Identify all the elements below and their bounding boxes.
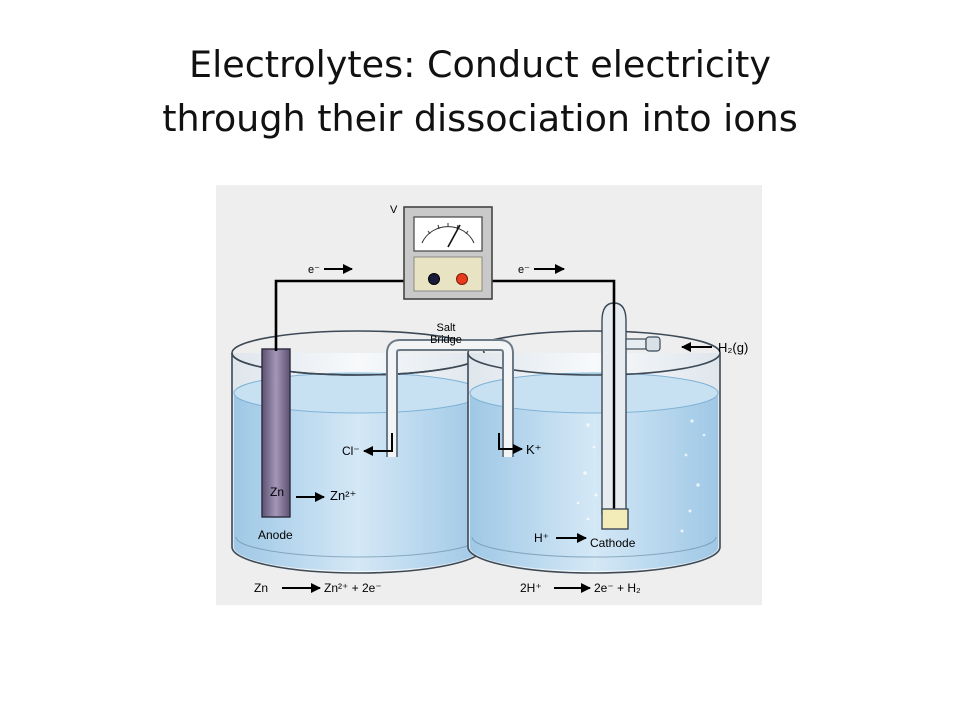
- hydrogen-gas-label: H₂(g): [718, 340, 748, 355]
- electron-label-left: e⁻: [308, 264, 320, 276]
- salt-bridge-label-1: Salt: [437, 322, 456, 334]
- salt-bridge: [386, 339, 514, 457]
- salt-bridge-label-2: Bridge: [430, 334, 462, 346]
- zinc-metal-label: Zn: [270, 485, 284, 499]
- galvanic-cell-diagram: V e⁻ e⁻ Salt Bridge H₂(g) Cl⁻ K⁺ Zn Zn²⁺…: [216, 185, 762, 605]
- cathode-equation-products: 2e⁻ + H₂: [594, 581, 641, 595]
- ion-migration-arrows: [363, 433, 523, 456]
- reaction-arrows: [282, 264, 712, 593]
- title-line-2: through their dissociation into ions: [162, 97, 798, 140]
- negative-terminal: [428, 273, 440, 285]
- zinc-electrode: [261, 348, 291, 518]
- external-wire: [274, 279, 616, 351]
- potassium-arrow: [498, 433, 523, 454]
- voltmeter-label: V: [390, 204, 398, 216]
- cathode-label: Cathode: [590, 536, 636, 550]
- hydrogen-ion-label: H⁺: [534, 531, 549, 545]
- voltmeter: [403, 206, 493, 300]
- hydrogen-bubbles: [576, 419, 706, 533]
- title-line-1: Electrolytes: Conduct electricity: [189, 43, 771, 86]
- slide-title: Electrolytes: Conduct electricity throug…: [0, 38, 960, 146]
- chloride-ion-label: Cl⁻: [342, 444, 360, 458]
- anode-equation-reactant: Zn: [254, 581, 268, 595]
- zinc-ion-label: Zn²⁺: [330, 488, 356, 503]
- cathode-equation-reactant: 2H⁺: [520, 581, 542, 595]
- chloride-arrow: [363, 433, 393, 456]
- hydrogen-electrode: [601, 302, 661, 530]
- anode-label: Anode: [258, 528, 293, 542]
- positive-terminal: [456, 273, 468, 285]
- right-beaker: [467, 330, 721, 574]
- anode-equation-products: Zn²⁺ + 2e⁻: [324, 581, 382, 595]
- electron-label-right: e⁻: [518, 264, 530, 276]
- potassium-ion-label: K⁺: [526, 442, 542, 457]
